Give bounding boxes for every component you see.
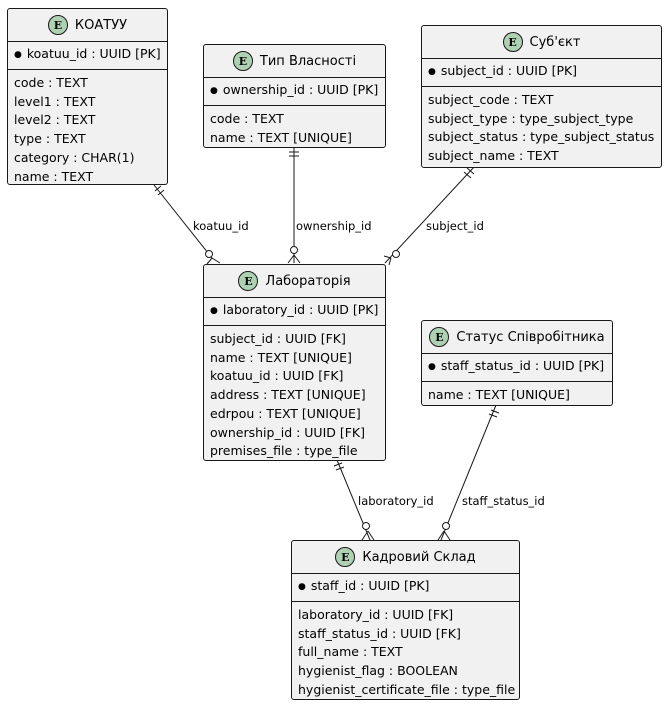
entity-title: Кадровий Склад bbox=[362, 549, 476, 565]
entity-attribute: subject_code : TEXT bbox=[428, 92, 554, 107]
entity-koatuu[interactable]: E КОАТУУ koatuu_id : UUID [PK] code : TE… bbox=[7, 8, 168, 185]
entity-primary-key: ownership_id : UUID [PK] bbox=[204, 78, 385, 106]
entity-attribute: level2 : TEXT bbox=[14, 112, 96, 128]
relation-line-koatuu bbox=[153, 184, 221, 265]
entity-attribute: name : TEXT [UNIQUE] bbox=[210, 349, 352, 365]
entity-badge-icon: E bbox=[335, 547, 356, 567]
relation-label-ownership: ownership_id bbox=[296, 219, 372, 233]
entity-badge-icon: E bbox=[429, 327, 450, 347]
entity-staff-status[interactable]: E Статус Співробітника staff_status_id :… bbox=[421, 320, 613, 406]
entity-attribute: ownership_id : UUID [FK] bbox=[210, 424, 366, 440]
entity-header: E Кадровий Склад bbox=[292, 541, 519, 574]
entity-attribute: edrpou : TEXT [UNIQUE] bbox=[210, 405, 361, 421]
entity-attribute: level1 : TEXT bbox=[14, 93, 96, 109]
entity-primary-key: staff_id : UUID [PK] bbox=[292, 574, 519, 602]
entity-attributes: name : TEXT [UNIQUE] bbox=[422, 382, 612, 407]
entity-title: Тип Власності bbox=[259, 53, 357, 69]
entity-attribute: laboratory_id : UUID [FK] bbox=[298, 607, 454, 622]
entity-attribute: hygienist_certificate_file : type_file bbox=[298, 681, 516, 697]
entity-attribute: code : TEXT bbox=[210, 111, 284, 126]
entity-badge-icon: E bbox=[502, 32, 523, 52]
entity-header: E Лабораторія bbox=[204, 265, 385, 298]
entity-title: Статус Співробітника bbox=[456, 329, 605, 345]
entity-attributes: code : TEXT level1 : TEXT level2 : TEXT … bbox=[8, 70, 167, 188]
entity-badge-icon: E bbox=[232, 51, 253, 71]
entity-title: КОАТУУ bbox=[74, 17, 128, 33]
entity-primary-key: laboratory_id : UUID [PK] bbox=[204, 298, 385, 326]
entity-title: Суб'єкт bbox=[529, 34, 581, 50]
entity-attributes: laboratory_id : UUID [FK] staff_status_i… bbox=[292, 602, 519, 702]
entity-header: E Статус Співробітника bbox=[422, 321, 612, 354]
entity-title: Лабораторія bbox=[265, 273, 351, 289]
entity-attribute: name : TEXT [UNIQUE] bbox=[428, 387, 570, 402]
entity-header: E Тип Власності bbox=[204, 45, 385, 78]
entity-header: E Суб'єкт bbox=[422, 26, 661, 59]
relation-label-laboratory: laboratory_id bbox=[358, 494, 434, 508]
relation-label-staff-status: staff_status_id bbox=[462, 494, 545, 508]
entity-attribute: subject_id : UUID [FK] bbox=[210, 331, 346, 346]
entity-header: E КОАТУУ bbox=[8, 9, 167, 42]
entity-attribute: premises_file : type_file bbox=[210, 443, 358, 459]
relation-label-koatuu: koatuu_id bbox=[193, 219, 249, 233]
entity-attribute: staff_status_id : UUID [FK] bbox=[298, 625, 461, 641]
entity-primary-key: subject_id : UUID [PK] bbox=[422, 59, 661, 87]
entity-attribute: subject_status : type_subject_status bbox=[428, 129, 655, 145]
entity-attribute: type : TEXT bbox=[14, 131, 86, 147]
entity-attributes: code : TEXT name : TEXT [UNIQUE] bbox=[204, 106, 385, 149]
entity-staff[interactable]: E Кадровий Склад staff_id : UUID [PK] la… bbox=[291, 540, 520, 700]
entity-attributes: subject_code : TEXT subject_type : type_… bbox=[422, 87, 661, 168]
relation-line-staff-status bbox=[437, 404, 500, 541]
entity-attribute: category : CHAR(1) bbox=[14, 149, 135, 165]
entity-attribute: subject_type : type_subject_type bbox=[428, 110, 634, 126]
entity-attribute: name : TEXT [UNIQUE] bbox=[210, 129, 352, 145]
entity-attribute: name : TEXT bbox=[14, 168, 94, 184]
entity-ownership-type[interactable]: E Тип Власності ownership_id : UUID [PK]… bbox=[203, 44, 386, 148]
entity-attributes: subject_id : UUID [FK] name : TEXT [UNIQ… bbox=[204, 326, 385, 463]
relation-label-subject: subject_id bbox=[426, 219, 484, 233]
relation-line-laboratory bbox=[333, 459, 375, 541]
entity-primary-key: koatuu_id : UUID [PK] bbox=[8, 42, 167, 70]
relation-line-ownership bbox=[287, 147, 301, 264]
entity-laboratory[interactable]: E Лабораторія laboratory_id : UUID [PK] … bbox=[203, 264, 386, 461]
entity-primary-key: staff_status_id : UUID [PK] bbox=[422, 354, 612, 382]
entity-attribute: koatuu_id : UUID [FK] bbox=[210, 368, 344, 384]
entity-badge-icon: E bbox=[47, 15, 68, 35]
entity-subject[interactable]: E Суб'єкт subject_id : UUID [PK] subject… bbox=[421, 25, 662, 168]
entity-attribute: subject_name : TEXT bbox=[428, 148, 559, 164]
entity-attribute: hygienist_flag : BOOLEAN bbox=[298, 663, 458, 679]
entity-attribute: full_name : TEXT bbox=[298, 644, 403, 660]
entity-attribute: address : TEXT [UNIQUE] bbox=[210, 387, 366, 403]
relation-line-subject bbox=[383, 166, 475, 266]
entity-attribute: code : TEXT bbox=[14, 75, 88, 90]
entity-badge-icon: E bbox=[238, 271, 259, 291]
